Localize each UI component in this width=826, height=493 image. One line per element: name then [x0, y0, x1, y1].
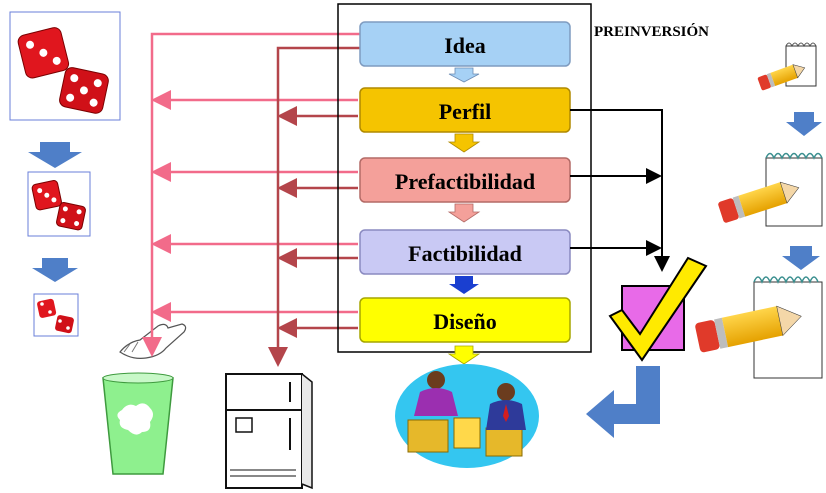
- pencil-notepad-medium-icon: [718, 152, 823, 227]
- down-arrow-icon: [786, 112, 822, 136]
- stage-label: Prefactibilidad: [395, 169, 535, 194]
- pencil-notepad-small-icon: [757, 42, 817, 91]
- dice-large-icon: [9, 11, 121, 121]
- stage-box: [359, 297, 571, 343]
- stage-label: Factibilidad: [408, 241, 522, 266]
- down-arrow-icon: [447, 133, 481, 153]
- stage-prefactibilidad: Prefactibilidad: [359, 157, 571, 203]
- stage-box: [359, 157, 571, 203]
- down-arrow-icon: [449, 276, 479, 294]
- business-meeting-icon: [395, 364, 539, 468]
- dice-small-icon: [33, 293, 79, 337]
- refrigerator-icon: [225, 373, 313, 490]
- down-arrow-icon: [32, 258, 78, 282]
- stage-diseno: Diseño: [359, 297, 571, 343]
- stage-factibilidad: Factibilidad: [359, 229, 571, 275]
- phase-title: PREINVERSIÓN: [594, 24, 710, 40]
- return-arrow-icon: [586, 366, 660, 438]
- down-arrow-icon: [447, 203, 481, 223]
- stage-box: [359, 21, 571, 67]
- trash-bin-icon: [102, 372, 174, 475]
- advance-lines: [570, 109, 670, 272]
- down-arrow-icon: [28, 142, 82, 168]
- shelve-lines: [268, 46, 360, 367]
- stage-label: Perfil: [439, 99, 492, 124]
- stage-label: Diseño: [433, 309, 497, 334]
- down-arrow-icon: [782, 246, 820, 270]
- stage-perfil: Perfil: [359, 87, 571, 133]
- discard-lines: [142, 32, 360, 357]
- dice-medium-icon: [27, 171, 91, 237]
- pencil-notepad-large-icon: [695, 276, 823, 379]
- checkmark-icon: [608, 256, 708, 362]
- stage-label: Idea: [444, 33, 486, 58]
- down-arrow-icon: [448, 67, 480, 83]
- stage-box: [359, 229, 571, 275]
- down-arrow-icon: [447, 345, 481, 365]
- stage-idea: Idea: [359, 21, 571, 67]
